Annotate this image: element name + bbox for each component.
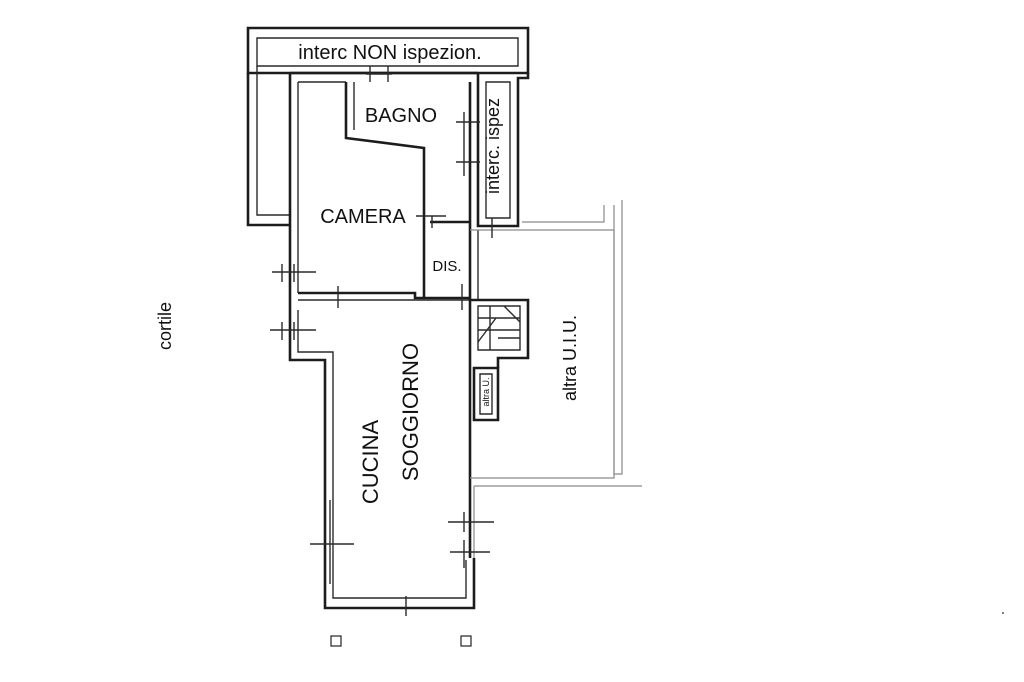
marker-right bbox=[460, 635, 472, 647]
hall-walls bbox=[468, 222, 479, 558]
apartment-outer-walls bbox=[288, 71, 478, 610]
other-unit-small-label: altra U. bbox=[481, 377, 491, 406]
bedroom-label: CAMERA bbox=[320, 206, 406, 228]
bathroom-label: BAGNO bbox=[365, 105, 437, 127]
other-unit-large-outline bbox=[470, 200, 642, 558]
other-unit-small-outline bbox=[472, 366, 500, 422]
other-unit-large-label: altra U.I.U. bbox=[560, 315, 580, 401]
marker-left bbox=[330, 635, 342, 647]
courtyard-label: cortile bbox=[155, 302, 175, 350]
living-label: SOGGIORNO bbox=[398, 343, 423, 481]
void-top-label: interc NON ispezion. bbox=[298, 42, 481, 64]
bedroom-walls bbox=[298, 220, 470, 301]
staircase bbox=[470, 298, 530, 368]
void-side-outline bbox=[476, 73, 530, 228]
bathroom-walls bbox=[344, 82, 472, 222]
speck-dot bbox=[1002, 612, 1004, 614]
void-side-label: interc. ispez bbox=[483, 98, 503, 194]
hall-label: DIS. bbox=[432, 258, 461, 275]
kitchen-label: CUCINA bbox=[358, 420, 383, 505]
opening-marks bbox=[270, 66, 494, 616]
